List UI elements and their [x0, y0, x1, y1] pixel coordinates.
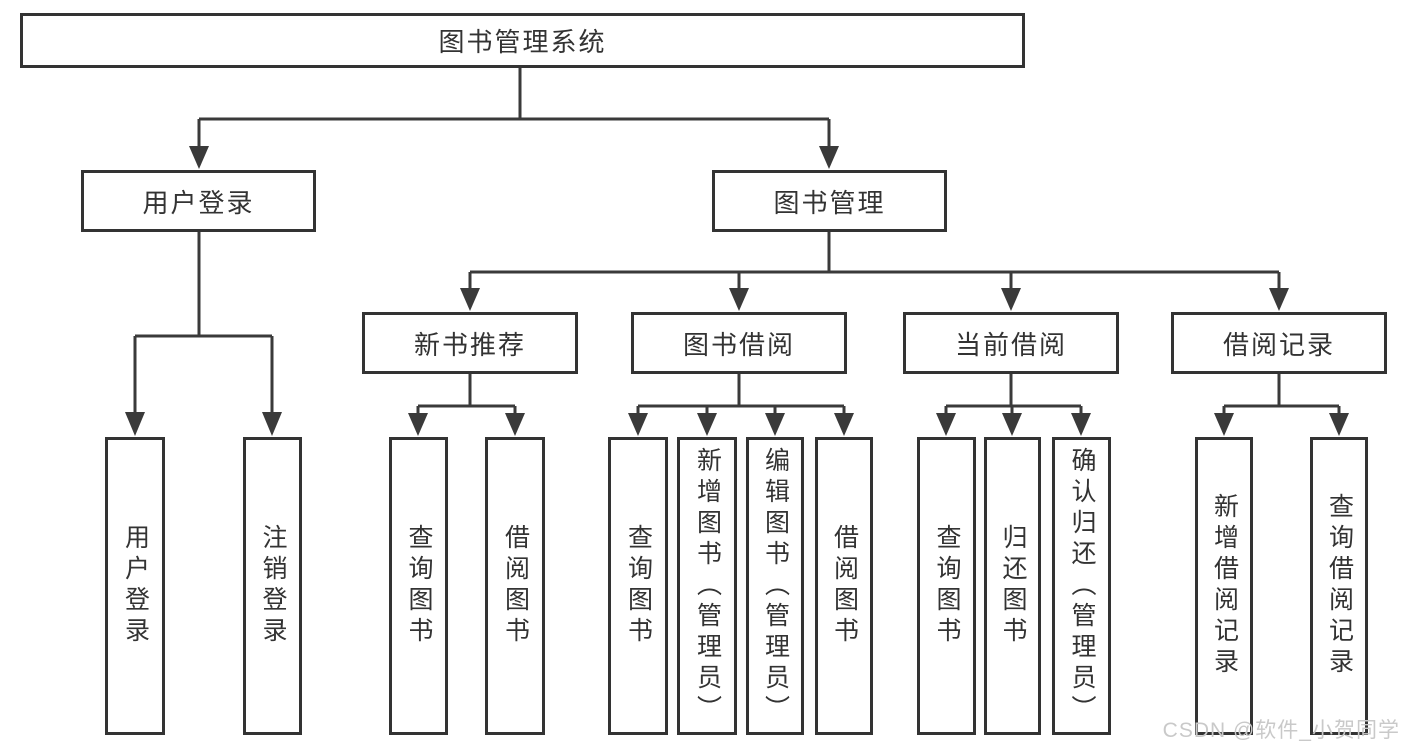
leaf-user-login: 用户登录	[105, 437, 165, 735]
node-borrowing-records: 借阅记录	[1171, 312, 1387, 374]
leaf-query-books-current: 查询图书	[917, 437, 976, 735]
csdn-watermark: CSDN @软件_小贺同学	[1162, 719, 1400, 742]
leaf-label: 借阅图书	[830, 524, 859, 648]
leaf-logout-login: 注销登录	[243, 437, 302, 735]
leaf-query-books-borrowing: 查询图书	[608, 437, 668, 735]
leaf-label: 归还图书	[999, 524, 1027, 648]
leaf-borrow-books-recommend: 借阅图书	[485, 437, 545, 735]
node-label: 当前借阅	[954, 329, 1067, 360]
leaf-add-books-admin: 新增图书（管理员）	[677, 437, 737, 735]
node-book-management: 图书管理	[712, 170, 947, 232]
node-book-borrowing: 图书借阅	[631, 312, 847, 374]
leaf-label: 查询图书	[933, 524, 961, 648]
node-label: 图书管理系统	[438, 27, 607, 57]
leaf-label: 注销登录	[259, 524, 287, 648]
leaf-label: 查询图书	[405, 524, 433, 648]
node-label: 新书推荐	[413, 329, 526, 360]
leaf-label: 新增借阅记录	[1210, 493, 1239, 679]
node-library-management-system: 图书管理系统	[20, 13, 1025, 68]
node-current-borrowing: 当前借阅	[903, 312, 1119, 374]
leaf-return-books: 归还图书	[984, 437, 1041, 735]
node-label: 借阅记录	[1222, 329, 1335, 360]
node-label: 图书管理	[773, 187, 886, 218]
leaf-label: 查询图书	[624, 524, 653, 648]
leaf-edit-books-admin: 编辑图书（管理员）	[746, 437, 804, 735]
leaf-query-books-recommend: 查询图书	[389, 437, 448, 735]
node-new-book-recommend: 新书推荐	[362, 312, 578, 374]
leaf-label: 确认归还（管理员）	[1068, 446, 1096, 726]
node-user-login: 用户登录	[81, 170, 316, 232]
leaf-label: 新增图书（管理员）	[693, 446, 722, 726]
leaf-label: 编辑图书（管理员）	[761, 446, 790, 726]
leaf-confirm-return-admin: 确认归还（管理员）	[1052, 437, 1111, 735]
leaf-label: 借阅图书	[501, 524, 530, 648]
node-label: 用户登录	[142, 187, 255, 218]
leaf-label: 查询借阅记录	[1325, 493, 1354, 679]
node-label: 图书借阅	[682, 329, 795, 360]
leaf-query-borrow-record: 查询借阅记录	[1310, 437, 1368, 735]
leaf-borrow-books-borrowing: 借阅图书	[815, 437, 873, 735]
leaf-label: 用户登录	[121, 524, 150, 648]
leaf-add-borrow-record: 新增借阅记录	[1195, 437, 1253, 735]
